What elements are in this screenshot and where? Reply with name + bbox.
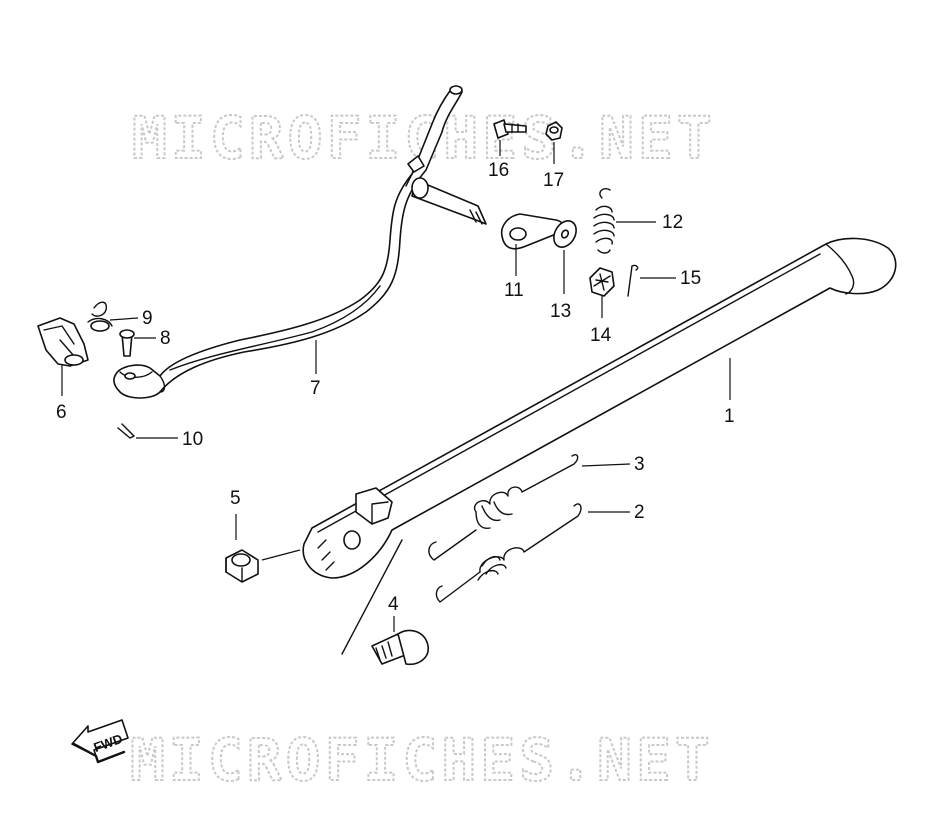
callout-15[interactable]: 15 <box>680 268 701 289</box>
spring-12-part[interactable] <box>593 188 615 254</box>
callout-3[interactable]: 3 <box>634 454 645 475</box>
callout-10[interactable]: 10 <box>182 429 203 450</box>
callout-9[interactable]: 9 <box>142 308 153 329</box>
callout-2[interactable]: 2 <box>634 502 645 523</box>
callout-12[interactable]: 12 <box>662 212 683 233</box>
leader-lines <box>61 140 731 632</box>
callout-4[interactable]: 4 <box>388 594 399 615</box>
callout-17[interactable]: 17 <box>543 170 564 191</box>
bolt-16-part[interactable] <box>493 119 527 139</box>
callout-14[interactable]: 14 <box>590 325 612 346</box>
spring-3-part[interactable] <box>428 454 579 561</box>
callouts: 1 2 3 4 5 6 7 8 9 10 11 12 13 14 15 16 1… <box>56 160 735 615</box>
cotter-pin-15-part[interactable] <box>627 264 639 297</box>
leader-3 <box>581 463 631 467</box>
clip-9-part[interactable] <box>87 301 113 332</box>
castle-nut-14-part[interactable] <box>589 267 615 297</box>
callout-13[interactable]: 13 <box>550 301 571 322</box>
callout-5[interactable]: 5 <box>230 488 241 509</box>
watermark-top: MICROFICHES.NET <box>132 104 716 172</box>
callout-11[interactable]: 11 <box>504 280 524 301</box>
callout-1[interactable]: 1 <box>724 406 735 427</box>
spring-2-part[interactable] <box>435 503 582 603</box>
pin-8-part[interactable] <box>119 329 135 357</box>
callout-8[interactable]: 8 <box>160 328 171 349</box>
nut-17-part[interactable] <box>545 121 563 141</box>
cotter-pin-10-part[interactable] <box>117 423 135 439</box>
callout-6[interactable]: 6 <box>56 402 67 423</box>
side-stand-part[interactable] <box>302 237 897 579</box>
leader-5b <box>261 549 301 561</box>
fwd-arrow: FWD <box>71 719 129 764</box>
washer-13-part[interactable] <box>549 217 580 251</box>
callout-7[interactable]: 7 <box>310 378 321 399</box>
plate-11-part[interactable] <box>500 213 565 250</box>
lever-7-part[interactable] <box>113 85 487 399</box>
callout-16[interactable]: 16 <box>488 160 509 181</box>
bracket-6-part[interactable] <box>37 317 89 367</box>
bolt-4-part[interactable] <box>341 539 429 666</box>
nut-5-part[interactable] <box>225 549 259 583</box>
watermark-bottom: MICROFICHES.NET <box>130 726 714 794</box>
leader-9 <box>109 317 139 321</box>
